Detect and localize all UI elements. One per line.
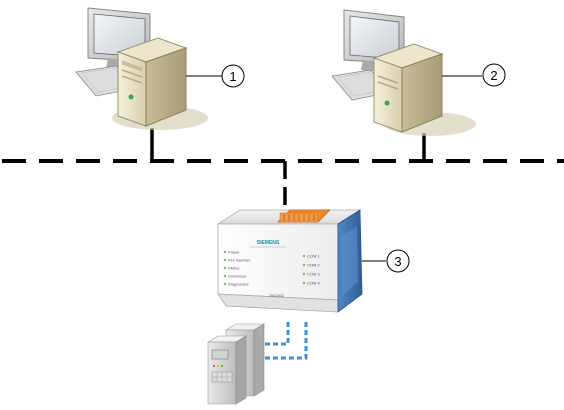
com-label: COM 4 <box>307 281 320 286</box>
panel-display <box>211 349 229 360</box>
control-panel-front <box>206 335 248 405</box>
left-led-list: Power Fire Number Fiktive Download Diagn… <box>223 250 251 287</box>
workstation-1 <box>75 7 208 130</box>
callout-label-2: 2 <box>490 68 497 83</box>
led-label: Download <box>228 274 246 279</box>
tower-icon <box>116 37 188 127</box>
com-label: COM 3 <box>307 272 320 277</box>
led-label: Fiktive <box>228 266 240 271</box>
gateway-device: SIEMENS Power Fire Number Fiktive Downlo… <box>216 209 363 313</box>
led-label: Diagnostics <box>228 282 249 287</box>
callout-label-3: 3 <box>394 254 401 269</box>
com-led-list: COM 1 COM 2 COM 3 COM 4 <box>302 254 320 286</box>
com-label: COM 1 <box>307 254 320 259</box>
led-label: Fire Number <box>228 258 251 263</box>
control-panel-pair <box>206 323 266 405</box>
terminal-block <box>277 209 331 223</box>
tower-icon <box>372 43 444 133</box>
led-label: Power <box>228 250 240 255</box>
callout-circle-1 <box>221 64 245 88</box>
callout-circle-3 <box>386 249 410 273</box>
workstation-2 <box>331 9 476 136</box>
callout-label-1: 1 <box>229 69 236 84</box>
gateway-model: FN2002 <box>270 293 285 298</box>
gateway-brand: SIEMENS <box>257 240 280 246</box>
serial-links <box>264 322 308 360</box>
callout-circle-2 <box>482 63 506 87</box>
com-label: COM 2 <box>307 263 320 268</box>
